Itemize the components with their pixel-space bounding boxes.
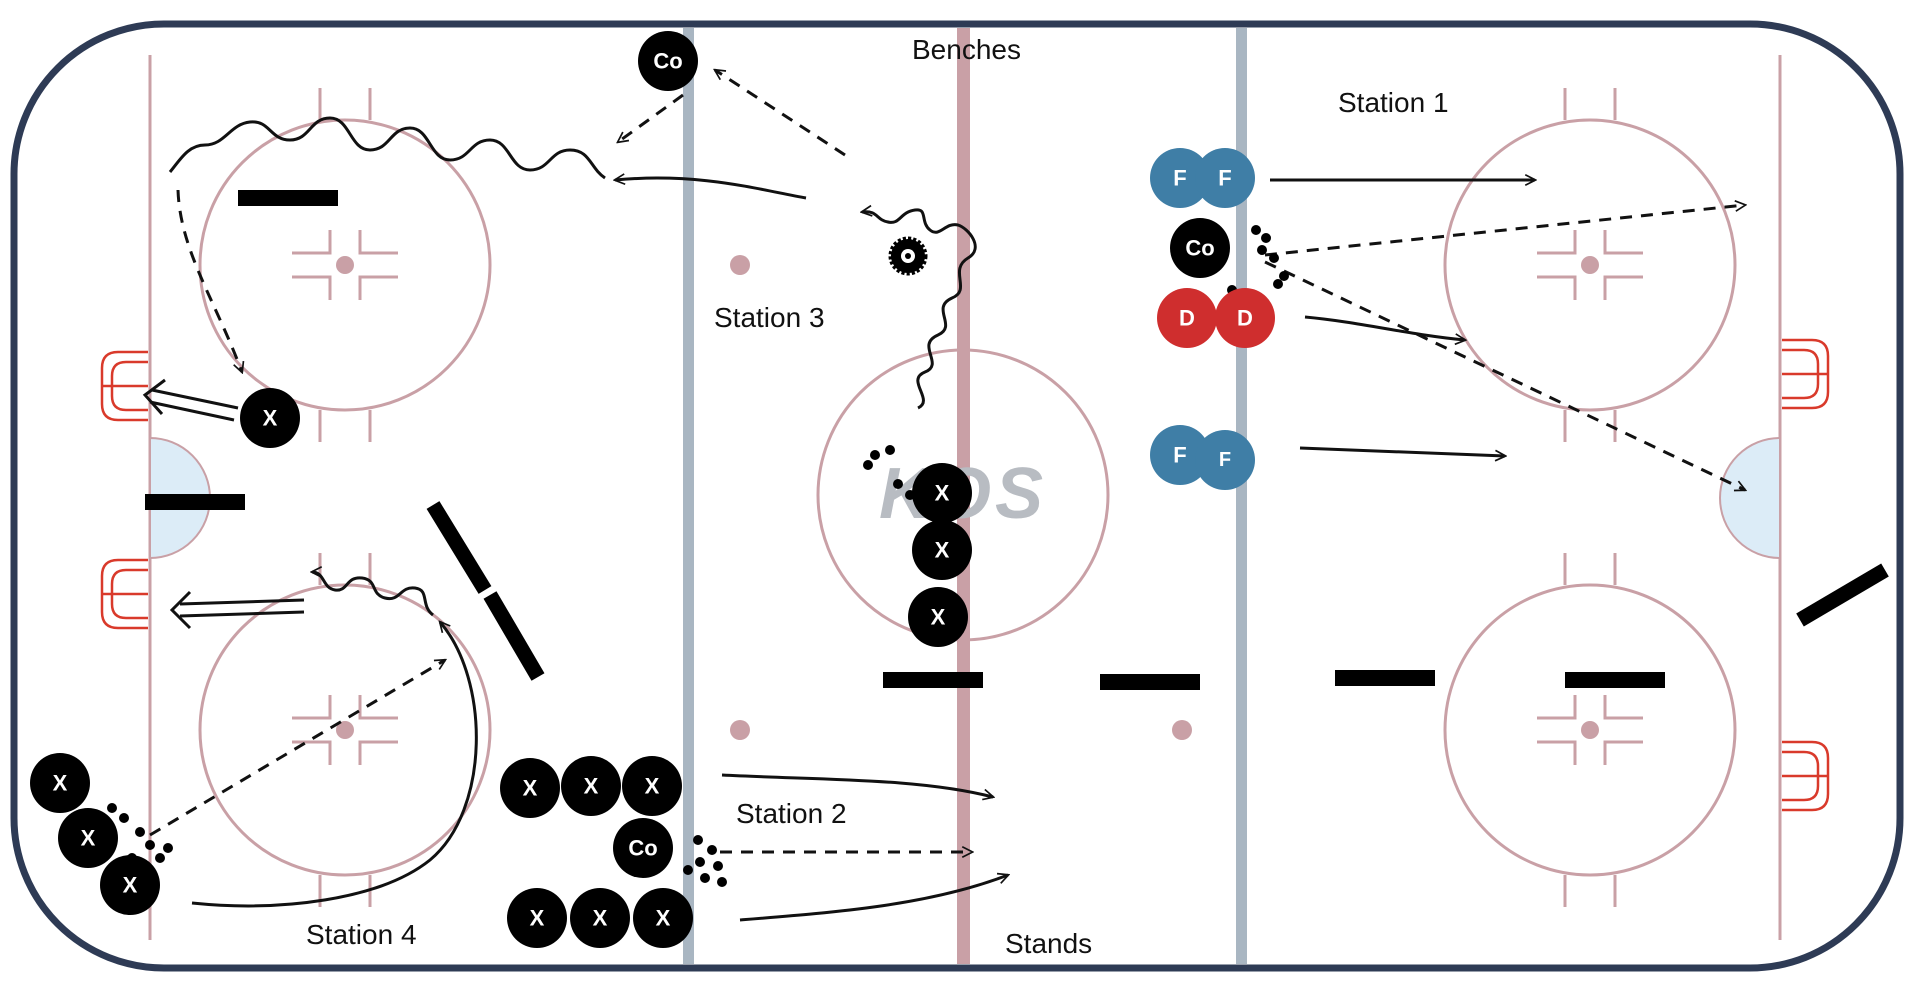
- faceoff-circle-right-top: [1443, 88, 1737, 442]
- svg-text:X: X: [81, 826, 96, 851]
- blue-line-right: [1236, 28, 1247, 964]
- svg-text:D: D: [1179, 306, 1195, 331]
- puck-carry-path: [312, 572, 435, 617]
- defense-player: D: [1215, 288, 1275, 348]
- coach-player: Co: [613, 818, 673, 878]
- skate-path: [1304, 315, 1465, 340]
- svg-text:X: X: [935, 481, 950, 506]
- puck-dots: [107, 803, 173, 863]
- forward-player: F: [1150, 148, 1210, 208]
- svg-text:X: X: [584, 774, 599, 799]
- skate-path: [1299, 446, 1505, 456]
- svg-text:X: X: [593, 906, 608, 931]
- station-2-label: Station 2: [736, 798, 847, 829]
- svg-text:Co: Co: [1185, 236, 1214, 261]
- net-left-upper: [100, 350, 148, 422]
- faceoff-circle-left-top: [198, 88, 492, 442]
- skater-player: X: [58, 808, 118, 868]
- svg-text:X: X: [523, 776, 538, 801]
- station-4-label: Station 4: [306, 919, 417, 950]
- skater-player: X: [240, 388, 300, 448]
- crease-right: [1719, 436, 1781, 560]
- barrier-pad: [1796, 563, 1889, 627]
- skater-player: X: [633, 888, 693, 948]
- svg-text:F: F: [1173, 166, 1186, 191]
- faceoff-circle-right-bottom: [1443, 553, 1737, 907]
- skater-player: X: [912, 463, 972, 523]
- barrier-pad: [238, 190, 338, 206]
- svg-text:X: X: [263, 406, 278, 431]
- coach-player: Co: [1170, 218, 1230, 278]
- svg-text:X: X: [935, 538, 950, 563]
- puck-dots: [1227, 225, 1289, 295]
- puck-carry-path: [168, 116, 606, 180]
- forward-player: F: [1150, 425, 1210, 485]
- skater-player: X: [100, 855, 160, 915]
- pass-path: [618, 93, 684, 142]
- svg-text:X: X: [53, 771, 68, 796]
- station-1-label: Station 1: [1338, 87, 1449, 118]
- svg-text:X: X: [123, 873, 138, 898]
- skater-player: X: [622, 756, 682, 816]
- barrier-pad: [1100, 674, 1200, 690]
- pass-path: [1264, 205, 1745, 257]
- svg-text:F: F: [1173, 443, 1186, 468]
- puck-carry-path: [862, 210, 977, 410]
- barrier-pad: [483, 591, 545, 681]
- blue-line-left: [683, 28, 694, 964]
- forward-player: F: [1195, 148, 1255, 208]
- barrier-pad: [1335, 670, 1435, 686]
- puck-target-icon: [888, 236, 928, 276]
- puck-dots: [683, 835, 727, 887]
- pass-path: [149, 660, 445, 837]
- faceoff-dot: [1172, 720, 1192, 740]
- net-right-upper: [1782, 338, 1830, 410]
- barrier-pad: [145, 494, 245, 510]
- faceoff-dot: [730, 255, 750, 275]
- svg-text:X: X: [656, 906, 671, 931]
- skater-player: X: [912, 520, 972, 580]
- skater-player: X: [507, 888, 567, 948]
- stands-label: Stands: [1005, 928, 1092, 959]
- station-3-label: Station 3: [714, 302, 825, 333]
- svg-text:X: X: [931, 605, 946, 630]
- skater-player: X: [30, 753, 90, 813]
- pass-path: [176, 189, 242, 372]
- svg-text:Co: Co: [653, 49, 682, 74]
- skater-player: X: [500, 758, 560, 818]
- skate-path: [721, 773, 993, 797]
- skater-player: X: [570, 888, 630, 948]
- net-right-lower: [1782, 740, 1830, 812]
- benches-label: Benches: [912, 34, 1021, 65]
- svg-text:D: D: [1237, 306, 1253, 331]
- shot-path: [169, 590, 305, 630]
- pass-path: [715, 70, 846, 157]
- skater-player: X: [908, 587, 968, 647]
- forward-player: F: [1195, 430, 1255, 490]
- net-left-lower: [100, 558, 148, 630]
- skate-path: [739, 875, 1008, 922]
- skate-path: [615, 178, 807, 200]
- faceoff-dot: [730, 720, 750, 740]
- skate-path: [191, 622, 478, 908]
- svg-text:F: F: [1219, 449, 1231, 471]
- skater-player: X: [561, 756, 621, 816]
- barrier-pad: [426, 501, 492, 594]
- svg-text:Co: Co: [628, 836, 657, 861]
- svg-text:X: X: [530, 906, 545, 931]
- svg-text:X: X: [645, 774, 660, 799]
- svg-text:F: F: [1218, 166, 1231, 191]
- shot-path: [142, 378, 239, 422]
- barrier-pad: [883, 672, 983, 688]
- barrier-pad: [1565, 672, 1665, 688]
- pass-path: [1264, 260, 1745, 490]
- defense-player: D: [1157, 288, 1217, 348]
- center-circle: [816, 348, 1110, 642]
- coach-player: Co: [638, 31, 698, 91]
